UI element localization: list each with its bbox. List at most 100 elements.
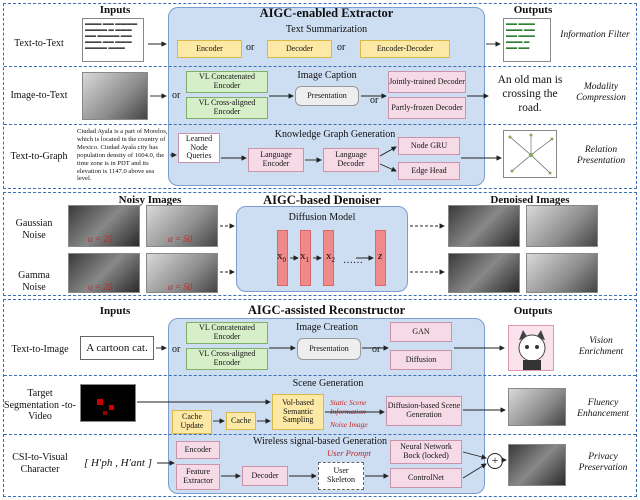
t2t-input-label: Text-to-Text bbox=[14, 38, 64, 49]
vol-sampling-box: Vol-based Semantic Sampling bbox=[272, 394, 324, 430]
t2t-encoder: Encoder bbox=[177, 40, 242, 58]
row-divider bbox=[4, 66, 636, 67]
i2t-caption-output: An old man is crossing the road. bbox=[497, 74, 563, 114]
t2i-vl-cross-encoder: VL Cross-aligned Encoder bbox=[186, 348, 268, 370]
neural-network-block: Neural Network Bock (locked) bbox=[390, 440, 462, 464]
i2t-input-label: Image-to-Text bbox=[10, 90, 68, 101]
s2v-input-label: Target Segmentation -to-Video bbox=[4, 388, 76, 422]
csi-encoder: Encoder bbox=[176, 441, 220, 459]
t2g-input-label: Text-to-Graph bbox=[10, 151, 68, 162]
alpha-label: α = 50 bbox=[168, 234, 193, 244]
i2t-partly-decoder: Partly-frozen Decoder bbox=[388, 97, 466, 119]
i2t-vl-cross-encoder: VL Cross-aligned Encoder bbox=[186, 97, 268, 119]
cache-update-box: Cache Update bbox=[172, 410, 212, 434]
user-skeleton: User Skeleton bbox=[318, 462, 364, 490]
cache-box: Cache bbox=[226, 412, 256, 430]
alpha-label: α = 25 bbox=[88, 234, 113, 244]
reconstructor-title: AIGC-assisted Reconstructor bbox=[247, 303, 406, 317]
reconstructor-section bbox=[3, 299, 637, 497]
diffusion-model-label: Diffusion Model bbox=[288, 212, 356, 223]
diffusion-scene-gen-box: Diffusion-based Scene Generation bbox=[386, 396, 462, 426]
diffusion-bar bbox=[300, 230, 311, 286]
t2g-learned-node-queries: Learned Node Queries bbox=[178, 133, 220, 163]
t2i-input-label: Text-to-Image bbox=[11, 344, 69, 355]
t2i-subtitle: Image Creation bbox=[296, 322, 358, 333]
t2g-output-label: Relation Presentation bbox=[576, 145, 626, 166]
t2g-language-decoder: Language Decoder bbox=[323, 148, 379, 172]
t2t-decoder: Decoder bbox=[267, 40, 332, 58]
t2g-input-text: Ciudad Ayala is a part of Morelos, which… bbox=[77, 128, 168, 183]
noisy-image-gaussian-50 bbox=[146, 205, 218, 247]
i2t-or-2: or bbox=[370, 95, 379, 106]
t2i-or-1: or bbox=[172, 344, 181, 355]
denoised-image-gamma-1 bbox=[448, 253, 520, 293]
t2i-or-2: or bbox=[372, 344, 381, 355]
graph-icon bbox=[508, 133, 554, 175]
diffusion-bar bbox=[375, 230, 386, 286]
denoised-image-gaussian-2 bbox=[526, 205, 598, 247]
t2g-graph-output bbox=[503, 130, 557, 178]
reconstructor-inputs-header: Inputs bbox=[99, 305, 131, 317]
alpha-label: α = 25 bbox=[88, 282, 113, 292]
diffusion-bar bbox=[277, 230, 288, 286]
denoised-images-header: Denoised Images bbox=[490, 194, 570, 206]
x0-label: x0 bbox=[277, 250, 286, 265]
denoised-image-gaussian-1 bbox=[448, 205, 520, 247]
i2t-output-label: Modality Compression bbox=[576, 82, 626, 103]
t2g-subtitle: Knowledge Graph Generation bbox=[274, 129, 396, 140]
t2i-vl-concat-encoder: VL Concatenated Encoder bbox=[186, 322, 268, 344]
gaussian-noise-label: Gaussian Noise bbox=[15, 218, 53, 241]
i2t-vl-concat-encoder: VL Concatenated Encoder bbox=[186, 71, 268, 93]
noisy-image-gaussian-25 bbox=[68, 205, 140, 247]
i2t-input-photo bbox=[82, 72, 148, 120]
s2v-output-label: Fluency Enhancement bbox=[577, 398, 629, 419]
diffusion-bar bbox=[323, 230, 334, 286]
x2-label: x2 bbox=[326, 250, 335, 265]
t2t-input-document: ▬▬▬ ▬▬ ▬▬▬▬▬▬▬▬ ▬ ▬▬▬▬▬ ▬▬▬▬ ▬▬▬▬▬ ▬▬ ▬▬… bbox=[82, 18, 144, 62]
extractor-inputs-header: Inputs bbox=[99, 4, 131, 16]
t2g-edge-head: Edge Head bbox=[398, 162, 460, 180]
t2t-output-label: Information Filter bbox=[560, 30, 630, 40]
extractor-title: AIGC-enabled Extractor bbox=[259, 6, 394, 20]
i2t-jointly-decoder: Jointly-trained Decoder bbox=[388, 71, 466, 93]
t2t-or-1: or bbox=[246, 42, 255, 53]
noisy-image-gamma-25 bbox=[68, 253, 140, 293]
i2t-presentation: Presentation bbox=[295, 86, 359, 106]
csi-input-label: CSI-to-Visual Character bbox=[12, 452, 68, 475]
row-divider bbox=[4, 375, 636, 376]
noisy-image-gamma-50 bbox=[146, 253, 218, 293]
row-divider bbox=[4, 124, 636, 125]
denoised-image-gamma-2 bbox=[526, 253, 598, 293]
t2g-language-encoder: Language Encoder bbox=[248, 148, 304, 172]
t2g-node-gru: Node GRU bbox=[398, 137, 460, 155]
extractor-outputs-header: Outputs bbox=[513, 4, 553, 16]
csi-subtitle: Wireless signal-based Generation bbox=[253, 436, 387, 447]
feature-extractor: Feature Extractor bbox=[176, 464, 220, 490]
z-label: z bbox=[378, 250, 383, 262]
t2i-gan: GAN bbox=[390, 322, 452, 342]
alpha-label: α = 50 bbox=[168, 282, 193, 292]
extractor-section bbox=[3, 3, 637, 189]
denoiser-title: AIGC-based Denoiser bbox=[263, 193, 381, 207]
user-prompt-label: User Prompt bbox=[327, 448, 371, 458]
csi-output-label: Privacy Preservation bbox=[578, 452, 628, 473]
t2i-diffusion: Diffusion bbox=[390, 350, 452, 370]
t2i-presentation: Presentation bbox=[297, 338, 361, 360]
csi-decoder: Decoder bbox=[242, 466, 288, 486]
csi-matrix: [ H′ph , H′ant ] bbox=[80, 449, 156, 477]
x1-label: x1 bbox=[300, 250, 309, 265]
reconstructor-outputs-header: Outputs bbox=[513, 305, 553, 317]
gamma-noise-label: Gamma Noise bbox=[18, 270, 50, 293]
segmentation-input-image bbox=[80, 384, 136, 422]
t2t-output-document: ▬▬ ▬▬▬▬▬▬ ▬▬▬▬ ▬▬▬▬▬▬ ▬▬▬ ▬▬ bbox=[503, 18, 551, 62]
character-output-image bbox=[508, 444, 566, 486]
cat-icon bbox=[518, 330, 546, 370]
t2t-or-2: or bbox=[337, 42, 346, 53]
i2t-subtitle: Image Caption bbox=[297, 70, 357, 81]
i2t-or-1: or bbox=[172, 90, 181, 101]
t2t-encoder-decoder: Encoder-Decoder bbox=[360, 40, 450, 58]
segmentation-icon bbox=[97, 399, 114, 415]
t2i-output-label: Vision Enrichment bbox=[578, 336, 624, 357]
t2i-input-text: A cartoon cat. bbox=[80, 336, 154, 360]
